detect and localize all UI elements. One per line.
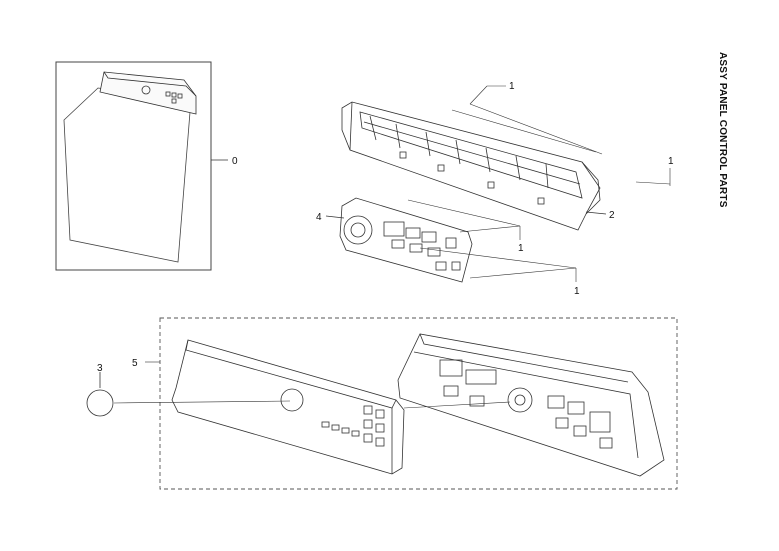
- leader-lines: [113, 85, 671, 409]
- callout-part-4: 4: [316, 212, 322, 223]
- callout-part-1b: 1: [668, 156, 674, 167]
- knob-part: [86, 372, 114, 417]
- panel-frame-part: [341, 101, 607, 231]
- callout-part-0: 0: [232, 156, 238, 167]
- callout-part-5: 5: [132, 358, 138, 369]
- callout-part-1c: 1: [518, 243, 524, 254]
- washer-overview-inset: [55, 61, 228, 271]
- assembly-group-boundary: [159, 317, 678, 490]
- decoration-panel-part: [171, 339, 405, 475]
- control-housing-part: [397, 333, 665, 477]
- pcb-control-part: [325, 197, 473, 283]
- callout-labels: 0 1 1 1 1 2 3 4 5: [97, 81, 674, 374]
- callout-part-3: 3: [97, 363, 103, 374]
- callout-part-1a: 1: [509, 81, 515, 92]
- callout-part-1d: 1: [574, 286, 580, 297]
- callout-part-2: 2: [609, 210, 615, 221]
